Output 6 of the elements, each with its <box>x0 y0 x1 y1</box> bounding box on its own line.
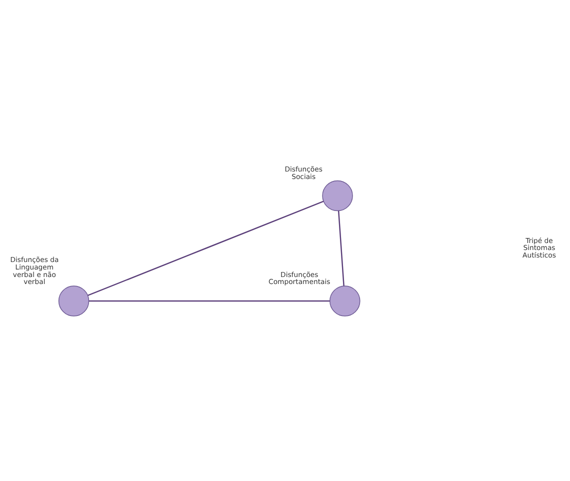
node-circle <box>58 285 90 316</box>
connector <box>88 200 324 296</box>
node-circle <box>330 285 360 316</box>
connector <box>338 210 344 286</box>
node-circle <box>322 180 353 211</box>
connector <box>88 300 330 302</box>
